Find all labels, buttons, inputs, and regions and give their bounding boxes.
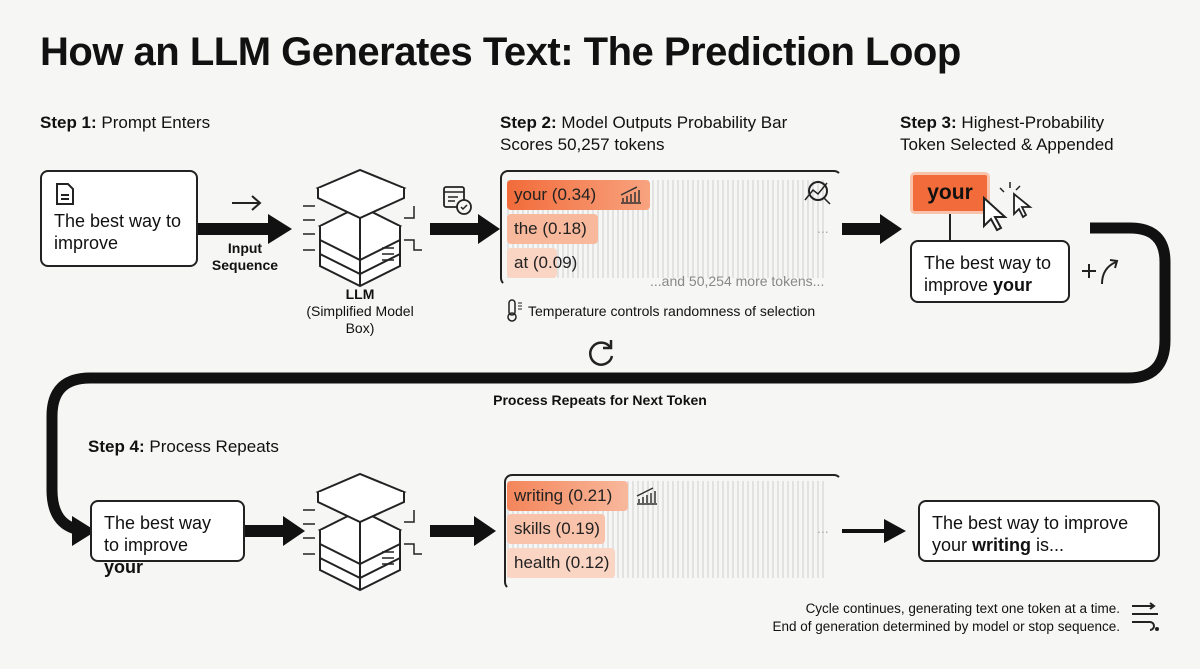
appended-sequence-box: The best way to improve your <box>910 240 1070 303</box>
token-bar-the: the (0.18) <box>507 214 598 244</box>
ellipsis: ... <box>817 220 829 236</box>
token-bar-skills: skills (0.19) <box>507 514 605 544</box>
stream-icon <box>1132 602 1159 631</box>
probability-panel-2 <box>504 474 842 590</box>
checklist-icon <box>443 186 472 215</box>
more-tokens-note: ...and 50,254 more tokens... <box>650 273 825 289</box>
output-box: The best way to improve your writing is.… <box>918 500 1160 562</box>
input-sequence-label: Input Sequence <box>211 240 279 273</box>
llm-model-icon <box>303 168 422 288</box>
selection-arrow <box>842 214 902 244</box>
step4-input-arrow <box>245 516 305 546</box>
token-bar-your: your (0.34) <box>507 180 650 210</box>
token-bar-health: health (0.12) <box>507 548 615 578</box>
temperature-note: Temperature controls randomness of selec… <box>528 303 816 319</box>
cursor-click-icon <box>983 182 1033 232</box>
input-arrow <box>198 214 292 244</box>
loop-label: Process Repeats for Next Token <box>493 392 707 408</box>
selected-token-chip: your <box>910 172 990 214</box>
trend-chart-icon <box>620 186 641 204</box>
step1-heading: Step 1: Prompt Enters <box>40 113 211 132</box>
prompt-box: The best way to improve <box>40 170 198 267</box>
llm-label: LLM(Simplified Model Box) <box>306 286 414 336</box>
footer-note: Cycle continues, generating text one tok… <box>772 601 1120 634</box>
trend-chart-icon <box>636 487 657 505</box>
step4-input-box: The best way to improve your <box>90 500 245 577</box>
step4-heading: Step 4: Process Repeats <box>88 437 279 456</box>
ellipsis: ... <box>817 520 829 536</box>
probability-panel <box>500 170 842 286</box>
llm-model-icon <box>303 472 422 592</box>
thermometer-icon <box>507 299 522 322</box>
token-bar-at: at (0.09) <box>507 248 577 278</box>
append-icon <box>1082 259 1119 285</box>
page-title: How an LLM Generates Text: The Predictio… <box>40 30 961 74</box>
document-icon <box>56 183 74 205</box>
model-output-arrow <box>430 214 500 244</box>
final-arrow <box>842 519 906 543</box>
analysis-magnifier-icon <box>804 181 831 205</box>
step4-output-arrow <box>430 516 496 546</box>
token-bar-writing: writing (0.21) <box>507 481 657 511</box>
connector-line <box>949 214 951 241</box>
prompt-text: The best way to improve <box>54 211 182 253</box>
arrow-right-icon <box>232 195 262 211</box>
refresh-icon <box>589 340 614 366</box>
